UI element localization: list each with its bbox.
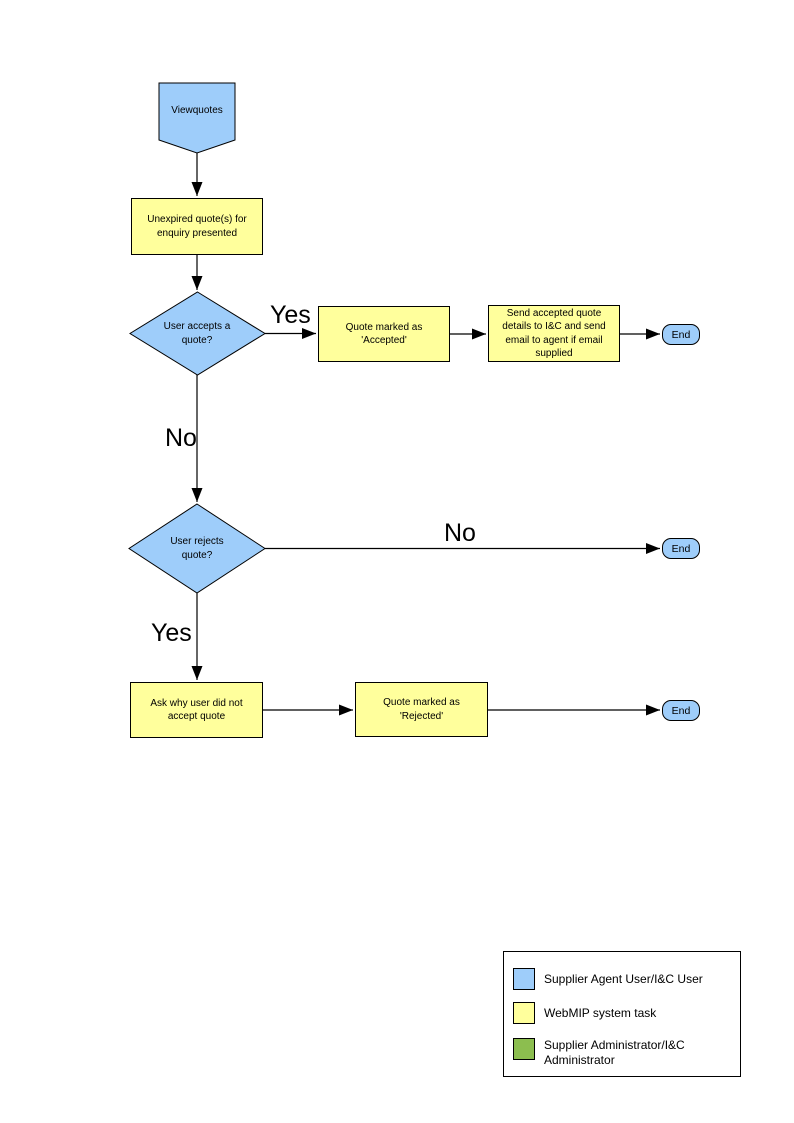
legend-label: Supplier Administrator/I&C Administrator bbox=[544, 1038, 685, 1067]
edge-label-no-accept: No bbox=[165, 424, 197, 452]
edge-label-yes-accept: Yes bbox=[270, 301, 311, 329]
end-node-no-reject: End bbox=[662, 538, 700, 559]
legend-item-webmip-task: WebMIP system task bbox=[513, 1002, 656, 1024]
start-node bbox=[158, 82, 236, 154]
end-node-accept: End bbox=[662, 324, 700, 345]
legend: Supplier Agent User/I&C User WebMIP syst… bbox=[503, 951, 741, 1077]
ask-why-node: Ask why user did not accept quote bbox=[130, 682, 263, 738]
legend-item-supplier-agent: Supplier Agent User/I&C User bbox=[513, 968, 703, 990]
reject-decision-label: User rejects quote? bbox=[170, 536, 224, 561]
end-node-reject: End bbox=[662, 700, 700, 721]
mark-accepted-node: Quote marked as 'Accepted' bbox=[318, 306, 450, 362]
accept-decision-label: User accepts a quote? bbox=[163, 321, 231, 346]
legend-item-supplier-admin: Supplier Administrator/I&C Administrator bbox=[513, 1038, 734, 1068]
legend-swatch-green bbox=[513, 1038, 535, 1060]
legend-label: WebMIP system task bbox=[544, 1005, 657, 1020]
send-details-node: Send accepted quote details to I&C and s… bbox=[488, 305, 620, 362]
legend-swatch-yellow bbox=[513, 1002, 535, 1024]
mark-rejected-node: Quote marked as 'Rejected' bbox=[355, 682, 488, 737]
edge-label-yes-reject: Yes bbox=[151, 619, 192, 647]
present-quotes-node: Unexpired quote(s) for enquiry presented bbox=[131, 198, 263, 255]
legend-swatch-blue bbox=[513, 968, 535, 990]
edge-label-no-reject: No bbox=[444, 519, 476, 547]
start-node-label: Viewquotes bbox=[171, 104, 223, 116]
legend-label: Supplier Agent User/I&C User bbox=[544, 971, 703, 986]
